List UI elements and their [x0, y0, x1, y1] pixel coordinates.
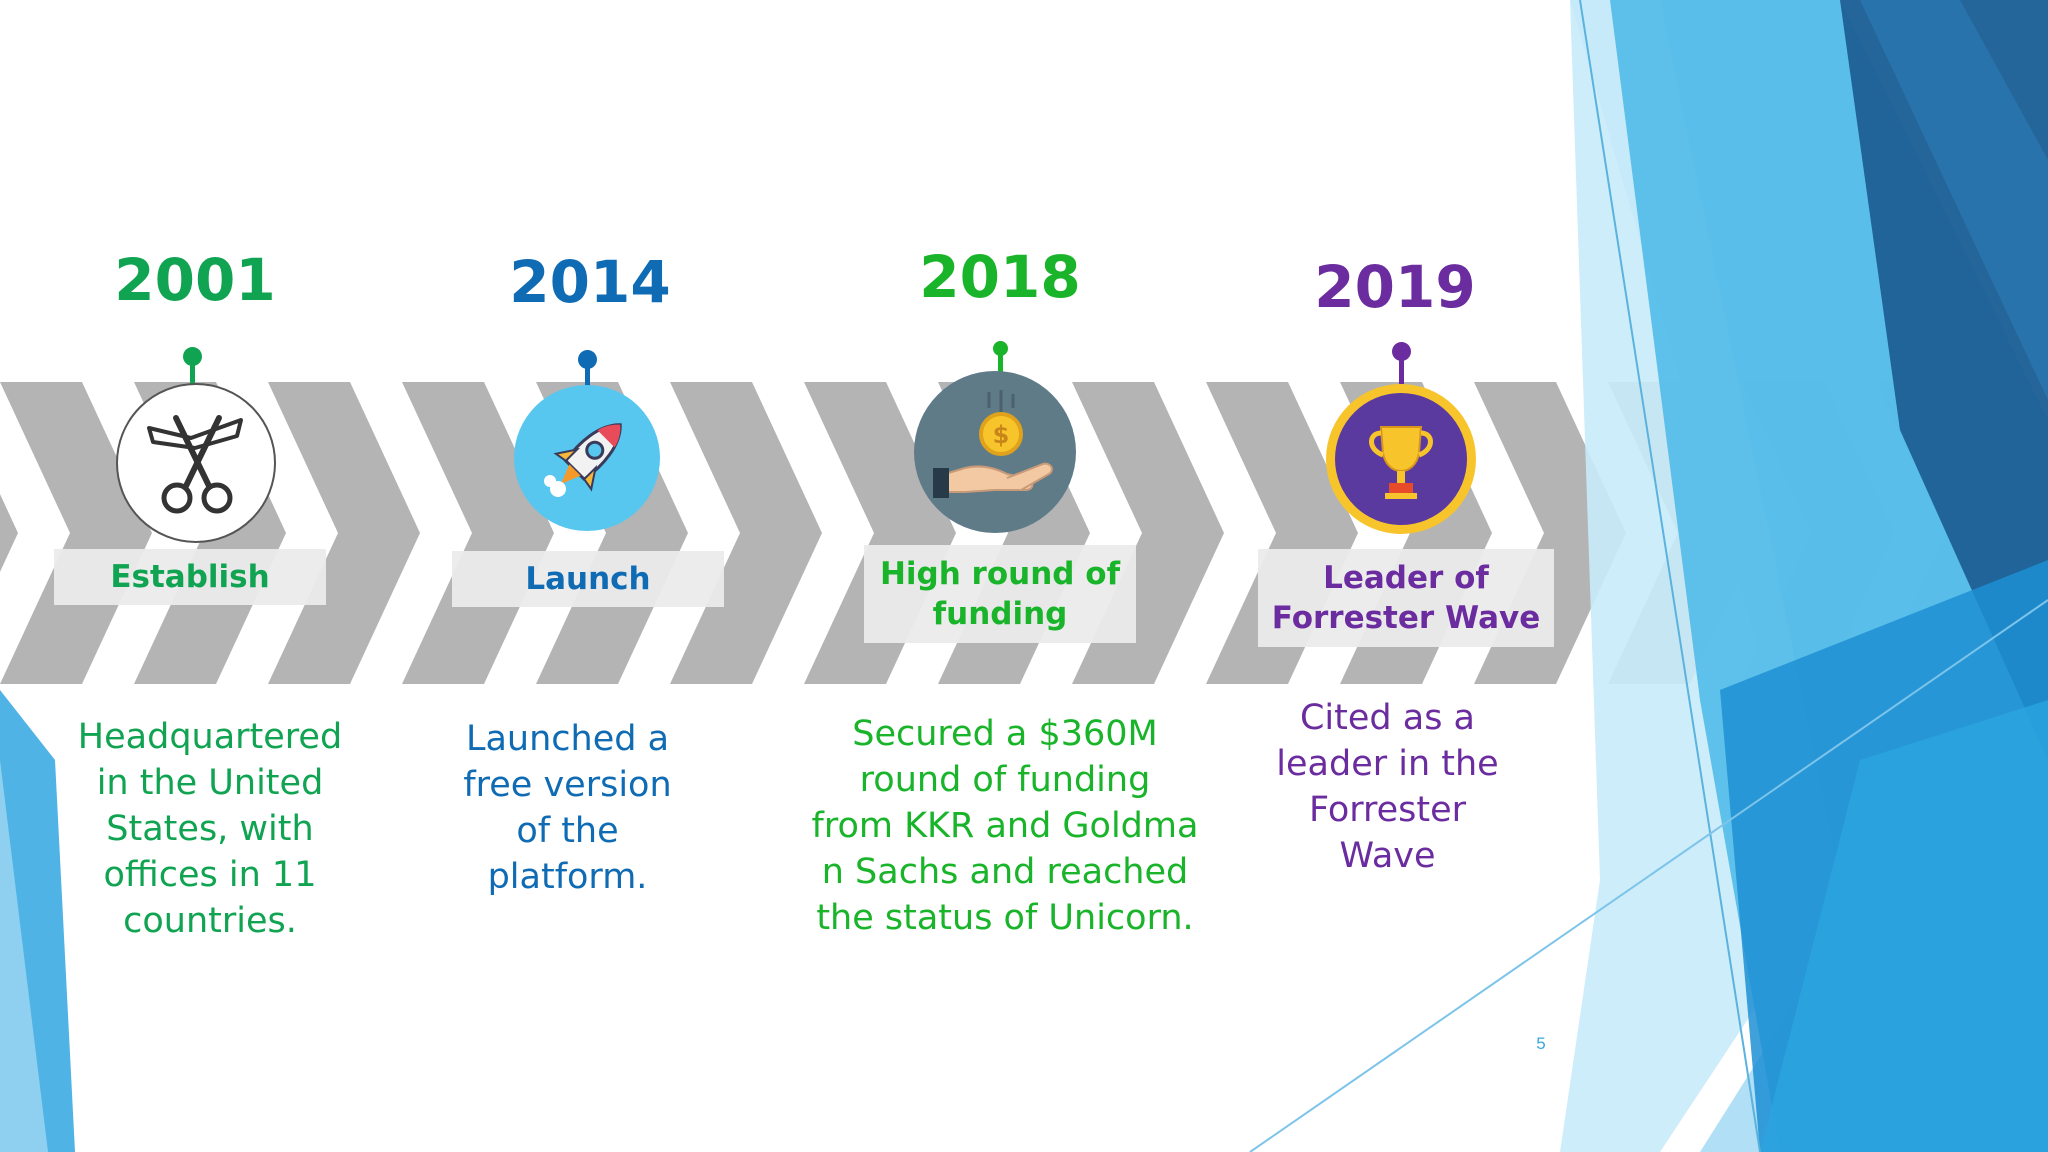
trophy-icon [1326, 384, 1476, 534]
rocket-icon [514, 385, 660, 531]
year-2019: 2019 [1314, 253, 1476, 321]
year-2018: 2018 [919, 243, 1081, 311]
chevron-segment [268, 382, 420, 684]
milestone-description-2018: Secured a $360M round of funding from KK… [811, 714, 1199, 938]
year-2014: 2014 [509, 248, 671, 316]
year-2001: 2001 [114, 246, 276, 314]
milestone-label-establish: Establish [54, 549, 326, 605]
milestone-label-funding: High round of funding [864, 545, 1136, 643]
milestone-label-launch: Launch [452, 551, 724, 607]
chevron-segment [0, 494, 18, 572]
svg-text:$: $ [993, 421, 1010, 449]
scissors-ribbon-icon [116, 383, 276, 543]
page-number: 5 [1536, 1034, 1546, 1053]
chevron-segment [0, 382, 152, 684]
coin-hand-icon: $ [914, 371, 1076, 533]
milestone-label-forrester: Leader of Forrester Wave [1258, 549, 1554, 647]
milestone-description-2019: Cited as a leader in the Forrester Wave [1276, 698, 1499, 876]
milestone-description-2001: Headquartered in the United States, with… [77, 717, 343, 941]
milestone-description-2014: Launched a free version of the platform. [463, 719, 672, 897]
chevron-segment [670, 382, 822, 684]
